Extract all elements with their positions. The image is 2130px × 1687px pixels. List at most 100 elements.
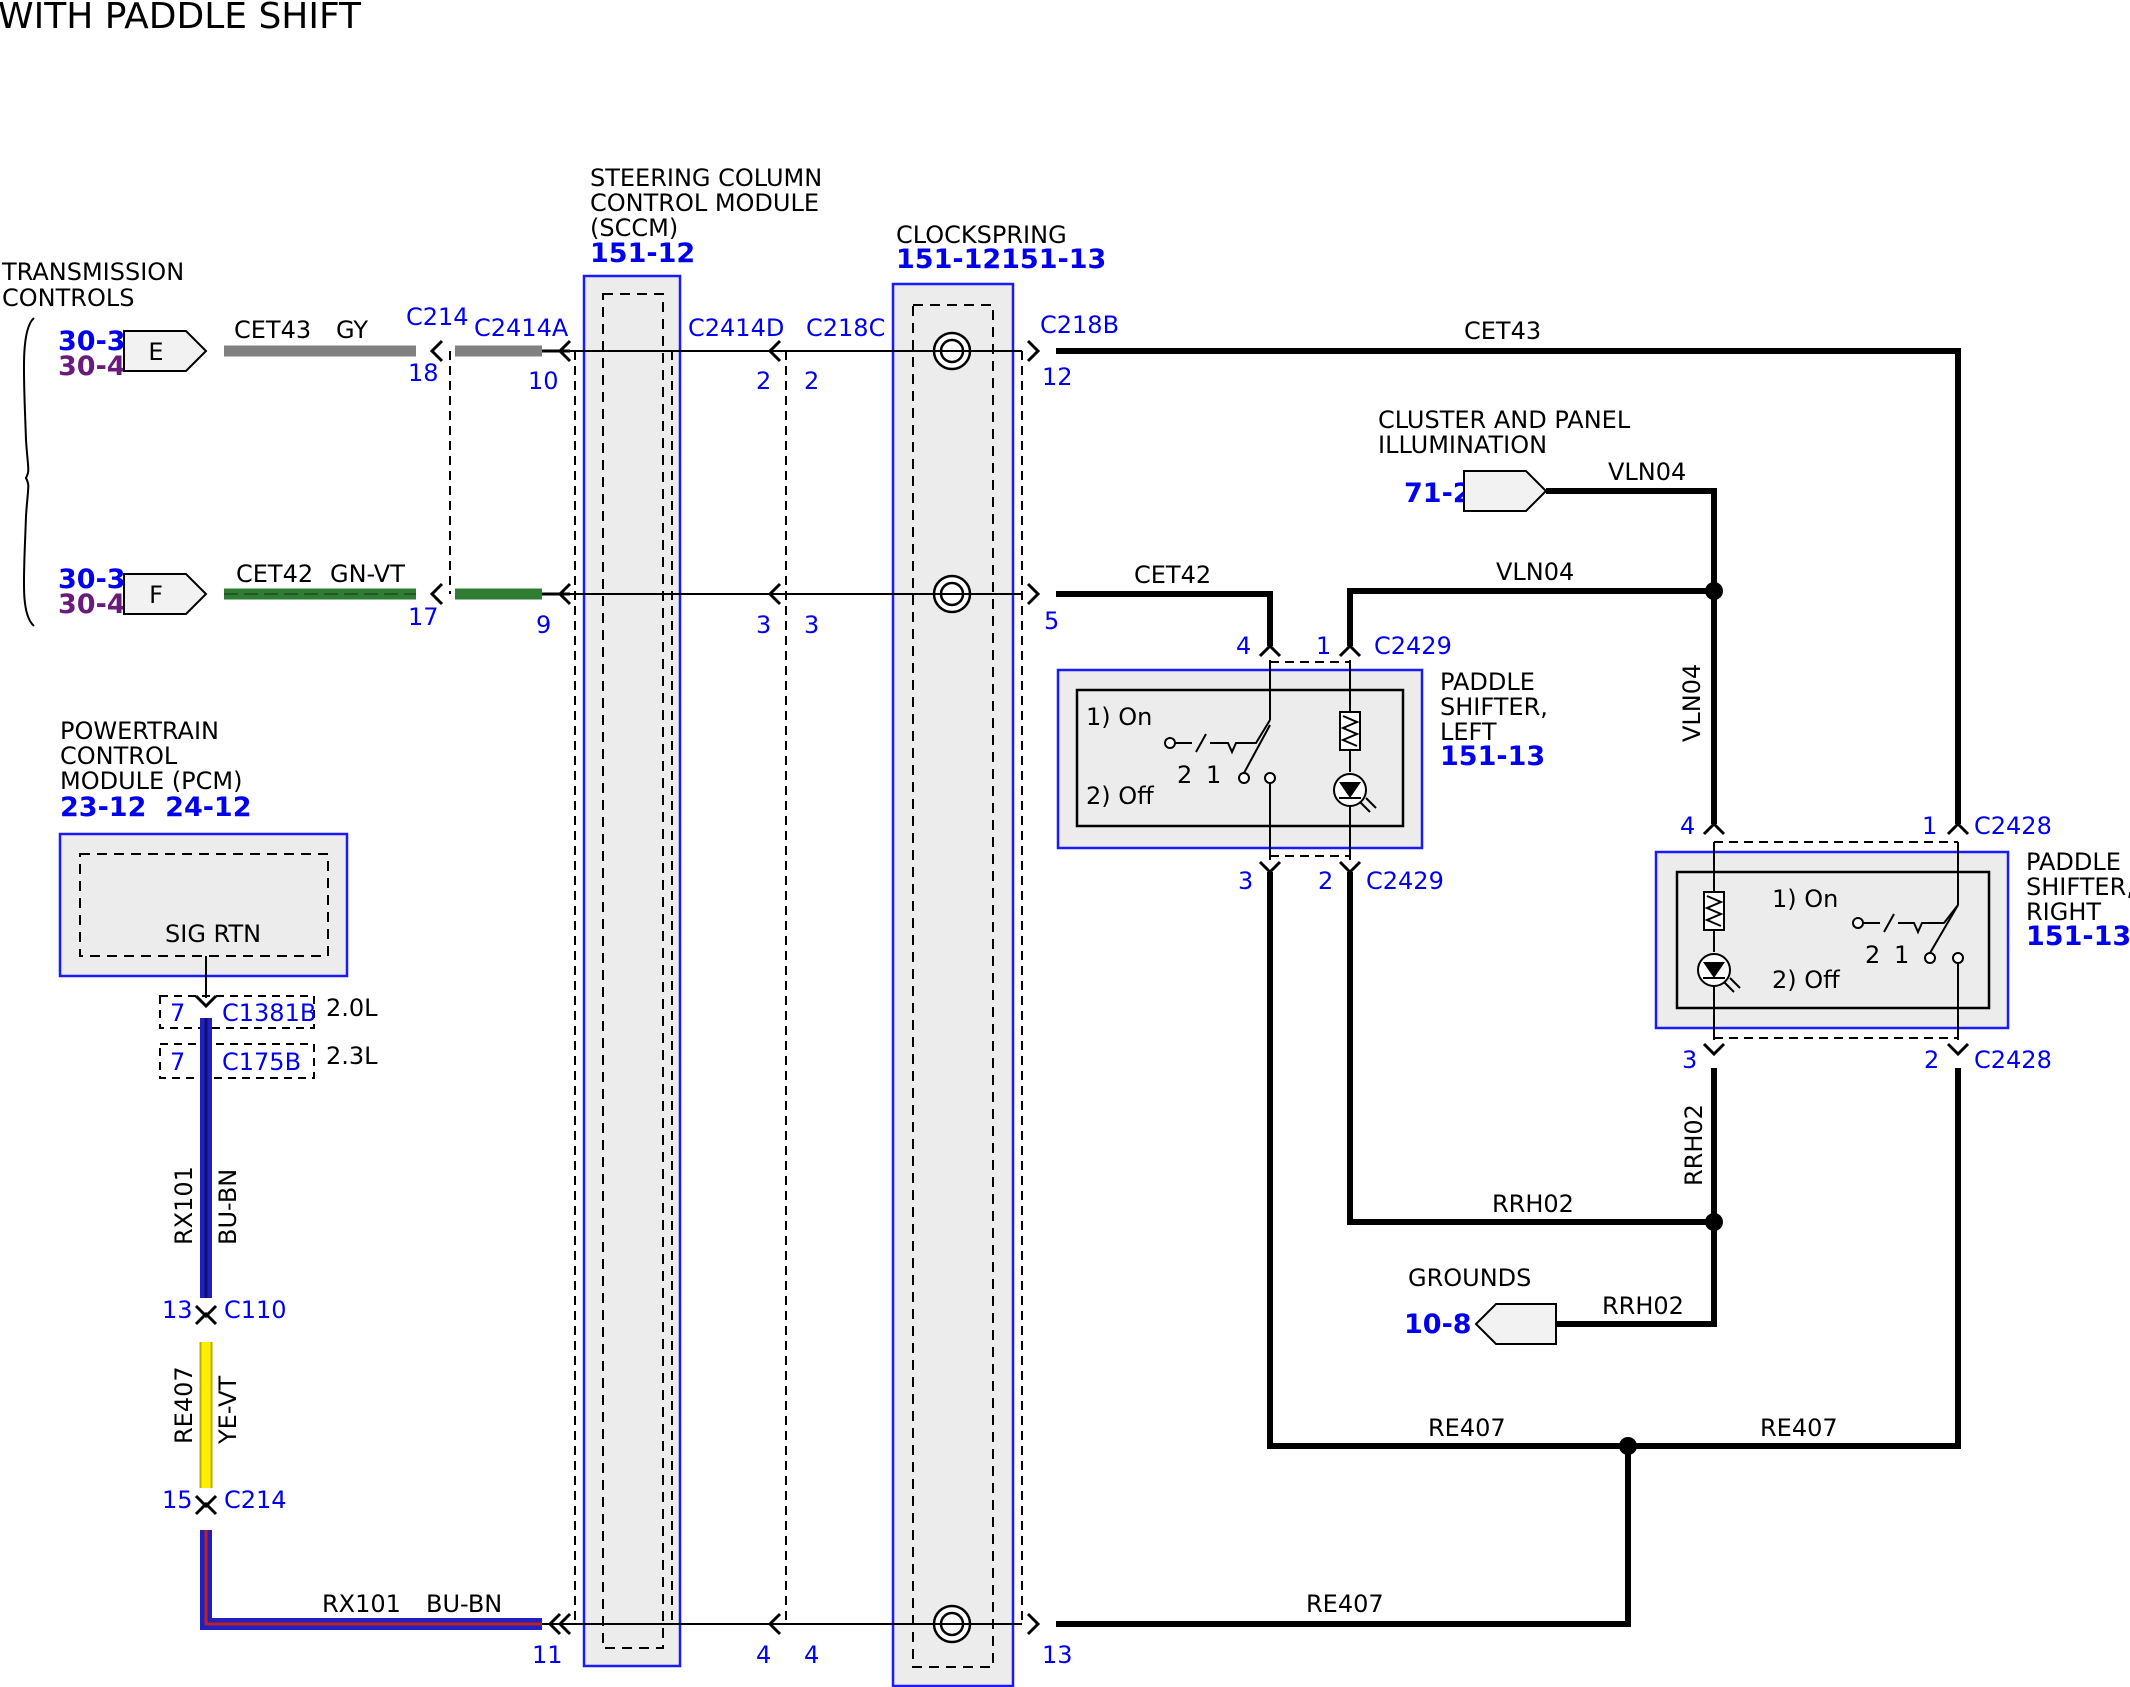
cluster-label-1: CLUSTER AND PANEL	[1378, 406, 1631, 434]
pin-c2414d-2: 2	[756, 367, 771, 395]
pin-left-1: 1	[1316, 632, 1331, 660]
connector-c2429-bottom: C2429	[1366, 867, 1444, 895]
pin-c2414a-9: 9	[536, 611, 551, 639]
pin-right-3: 3	[1682, 1046, 1697, 1074]
wire-re407-left-label: RE407	[1428, 1414, 1506, 1442]
wire-cet43-circuit: CET43	[234, 316, 311, 344]
pcm-sig-rtn: SIG RTN	[165, 920, 261, 948]
paddle-shifter-right: 1) On 2) Off 2 1 PADDLE SHIFTER, RIGHT 1…	[1654, 841, 2130, 1040]
cluster-ref: 71-2	[1404, 478, 1472, 509]
sccm-label-2: CONTROL MODULE	[590, 189, 819, 217]
wire-vln04-vert-label: VLN04	[1678, 664, 1706, 742]
pin-c2414d-4: 4	[756, 1641, 771, 1669]
pin-e-flag	[123, 330, 208, 372]
pin-right-4: 4	[1680, 812, 1695, 840]
wire-rx101-vertical: RX101 BU-BN	[170, 1018, 242, 1298]
wire-rrh02: RRH02 RRH02 RRH02	[1347, 872, 1723, 1327]
paddle-left-label-3: LEFT	[1440, 718, 1497, 746]
paddle-right-state-off: 2) Off	[1772, 966, 1840, 994]
paddle-right-label-2: SHIFTER,	[2026, 873, 2130, 901]
wire-vln04: VLN04 VLN04 VLN04	[1347, 458, 1723, 812]
wire-cet43: CET43	[1056, 317, 1961, 812]
pin-c2414a-11: 11	[532, 1641, 563, 1669]
pin-f-ref-1: 30-3	[58, 564, 126, 595]
clockspring-ref: 151-12151-13	[896, 244, 1106, 275]
c214-pin17-arrow	[429, 582, 444, 606]
connector-c110: C110	[224, 1296, 287, 1324]
wire-cet42-color: GN-VT	[330, 560, 405, 588]
pcm-label-2: CONTROL	[60, 742, 178, 770]
clockspring-body	[891, 282, 1015, 1687]
connector-c218c: C218C	[806, 314, 885, 342]
pin-c214-18: 18	[408, 359, 439, 387]
clockspring-module: CLOCKSPRING 151-12151-13	[891, 221, 1106, 1687]
pin-c214-17: 17	[408, 603, 439, 631]
wire-re407: RE407 RE407 RE407	[1056, 872, 1961, 1627]
wire-cet43-label: CET43	[1464, 317, 1541, 345]
connector-c2429-top: C2429	[1374, 632, 1452, 660]
paddle-right-contact-1: 1	[1894, 941, 1909, 969]
pcm-refs: 23-12 24-12	[60, 792, 252, 823]
wire-cet42: CET42	[1056, 561, 1273, 646]
pin-left-2: 2	[1318, 867, 1333, 895]
wire-re407-bottom-label: RE407	[1306, 1590, 1384, 1618]
pin-c218b-13: 13	[1042, 1641, 1073, 1669]
pin-c218b-12: 12	[1042, 363, 1073, 391]
wire-re407-vert-color: YE-VT	[214, 1376, 242, 1445]
wire-rx101-bottom-color: BU-BN	[426, 1590, 502, 1618]
wire-rx101-bottom: RX101 BU-BN	[200, 1530, 542, 1630]
pin-right-1: 1	[1922, 812, 1937, 840]
pin-e-ref-2: 30-4	[58, 351, 126, 382]
engine-2-3l: 2.3L	[326, 1042, 378, 1070]
pin-c110-13: 13	[162, 1296, 193, 1324]
grounds: GROUNDS 10-8	[1404, 1264, 1578, 1345]
sccm-module: STEERING COLUMN CONTROL MODULE (SCCM) 15…	[582, 164, 822, 1668]
pcm-module: POWERTRAIN CONTROL MODULE (PCM) 23-12 24…	[58, 717, 349, 978]
paddle-right-label-3: RIGHT	[2026, 898, 2101, 926]
sccm-label-3: (SCCM)	[590, 214, 678, 242]
wire-cet43-color: GY	[336, 316, 368, 344]
page-title: WITH PADDLE SHIFT	[0, 0, 362, 37]
pin-c218c-2: 2	[804, 367, 819, 395]
wire-rx101-vert-color: BU-BN	[214, 1169, 242, 1245]
pin-f-flag	[123, 573, 208, 615]
pin-e-ref-1: 30-3	[58, 326, 126, 357]
paddle-left-state-off: 2) Off	[1086, 782, 1154, 810]
wire-cet42-circuit: CET42	[236, 560, 313, 588]
wire-vln04-mid-label: VLN04	[1496, 558, 1574, 586]
connector-c175b: C175B	[222, 1048, 301, 1076]
pin-right-2: 2	[1924, 1046, 1939, 1074]
paddle-left-state-on: 1) On	[1086, 703, 1152, 731]
transmission-controls: TRANSMISSION CONTROLS 30-3 30-4 E 30-3 3…	[1, 258, 208, 627]
wire-rrh02-ground-label: RRH02	[1602, 1292, 1684, 1320]
connector-c2414a: C2414A	[474, 314, 569, 342]
wire-cet42-gnvt: CET42 GN-VT	[224, 560, 542, 600]
connector-c214-lower: C214	[224, 1486, 287, 1514]
pin-left-3: 3	[1238, 867, 1253, 895]
pcm-label-3: MODULE (PCM)	[60, 767, 242, 795]
connector-c2428-top: C2428	[1974, 812, 2052, 840]
sccm-body	[582, 274, 682, 1668]
wire-re407-vertical: RE407 YE-VT	[170, 1342, 242, 1488]
pin-e-label: E	[148, 338, 163, 366]
pin-c218c-4: 4	[804, 1641, 819, 1669]
pin-c175b-7: 7	[170, 1048, 185, 1076]
paddle-right-state-on: 1) On	[1772, 885, 1838, 913]
paddle-left-label-1: PADDLE	[1440, 668, 1535, 696]
connector-c2414d: C2414D	[688, 314, 784, 342]
pin-c218b-5: 5	[1044, 607, 1059, 635]
wire-re407-vert-circuit: RE407	[170, 1366, 198, 1444]
connector-c214: C214	[406, 303, 469, 331]
wire-rx101-vert-circuit: RX101	[170, 1166, 198, 1245]
connector-c1381b: C1381B	[222, 999, 316, 1027]
wire-rx101-bottom-circuit: RX101	[322, 1590, 401, 1618]
pin-c2414a-10: 10	[528, 367, 559, 395]
pin-f-label: F	[149, 581, 163, 609]
wire-rrh02-mid-label: RRH02	[1492, 1190, 1574, 1218]
pin-c2414d-3: 3	[756, 611, 771, 639]
wire-cet43-gy: CET43 GY	[224, 316, 542, 357]
grounds-ref: 10-8	[1404, 1309, 1472, 1340]
paddle-left-label-2: SHIFTER,	[1440, 693, 1548, 721]
paddle-left-contact-1: 1	[1206, 761, 1221, 789]
